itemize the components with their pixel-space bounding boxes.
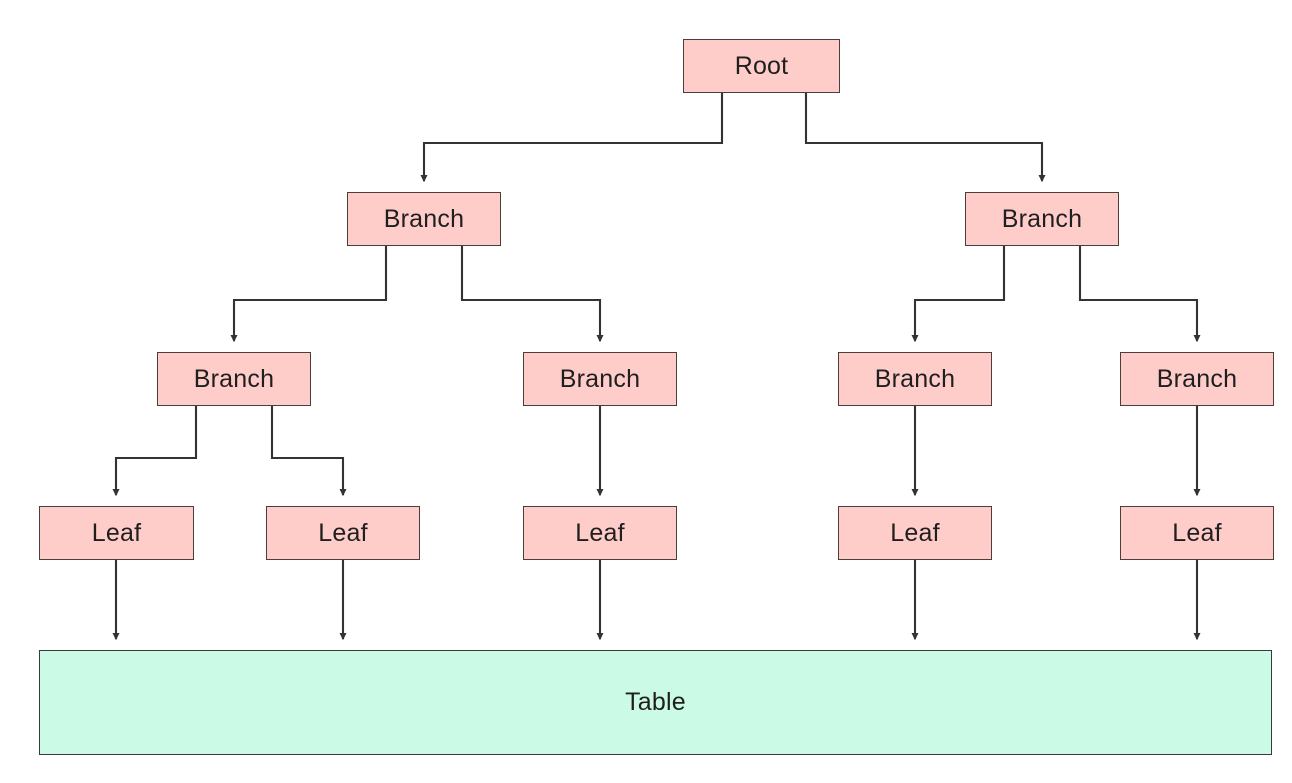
node-leaf-2[interactable]: Leaf	[266, 506, 420, 560]
node-branch-2b[interactable]: Branch	[1120, 352, 1274, 406]
edge-root-to-branch-right	[804, 93, 1046, 183]
node-leaf-5[interactable]: Leaf	[1120, 506, 1274, 560]
node-leaf-5-label: Leaf	[1172, 518, 1222, 547]
edge-branch-1a-to-leaf-2	[270, 406, 347, 497]
node-table[interactable]: Table	[39, 650, 1272, 755]
edge-branch-right-to-branch-2b	[1078, 246, 1201, 343]
node-leaf-1-label: Leaf	[91, 518, 142, 547]
edge-root-to-branch-left	[420, 93, 724, 183]
node-branch-1b[interactable]: Branch	[523, 352, 677, 406]
node-branch-2a[interactable]: Branch	[838, 352, 992, 406]
node-branch-2a-label: Branch	[874, 364, 956, 393]
node-branch-right-label: Branch	[1001, 204, 1083, 233]
node-root[interactable]: Root	[683, 39, 840, 93]
node-branch-1a[interactable]: Branch	[157, 352, 311, 406]
node-leaf-3[interactable]: Leaf	[523, 506, 677, 560]
edge-branch-left-to-branch-1a	[230, 246, 388, 343]
node-branch-left[interactable]: Branch	[347, 192, 501, 246]
node-root-label: Root	[734, 51, 789, 80]
node-branch-left-label: Branch	[383, 204, 465, 233]
node-leaf-4[interactable]: Leaf	[838, 506, 992, 560]
node-branch-2b-label: Branch	[1156, 364, 1238, 393]
node-leaf-1[interactable]: Leaf	[39, 506, 194, 560]
edge-branch-left-to-branch-1b	[460, 246, 604, 343]
edge-branch-1a-to-leaf-1	[112, 406, 198, 497]
node-leaf-3-label: Leaf	[575, 518, 625, 547]
node-leaf-4-label: Leaf	[890, 518, 940, 547]
node-branch-1b-label: Branch	[559, 364, 641, 393]
edge-branch-right-to-branch-2a	[911, 246, 1006, 343]
node-branch-1a-label: Branch	[193, 364, 275, 393]
node-branch-right[interactable]: Branch	[965, 192, 1119, 246]
node-table-label: Table	[625, 688, 686, 716]
node-leaf-2-label: Leaf	[318, 518, 368, 547]
